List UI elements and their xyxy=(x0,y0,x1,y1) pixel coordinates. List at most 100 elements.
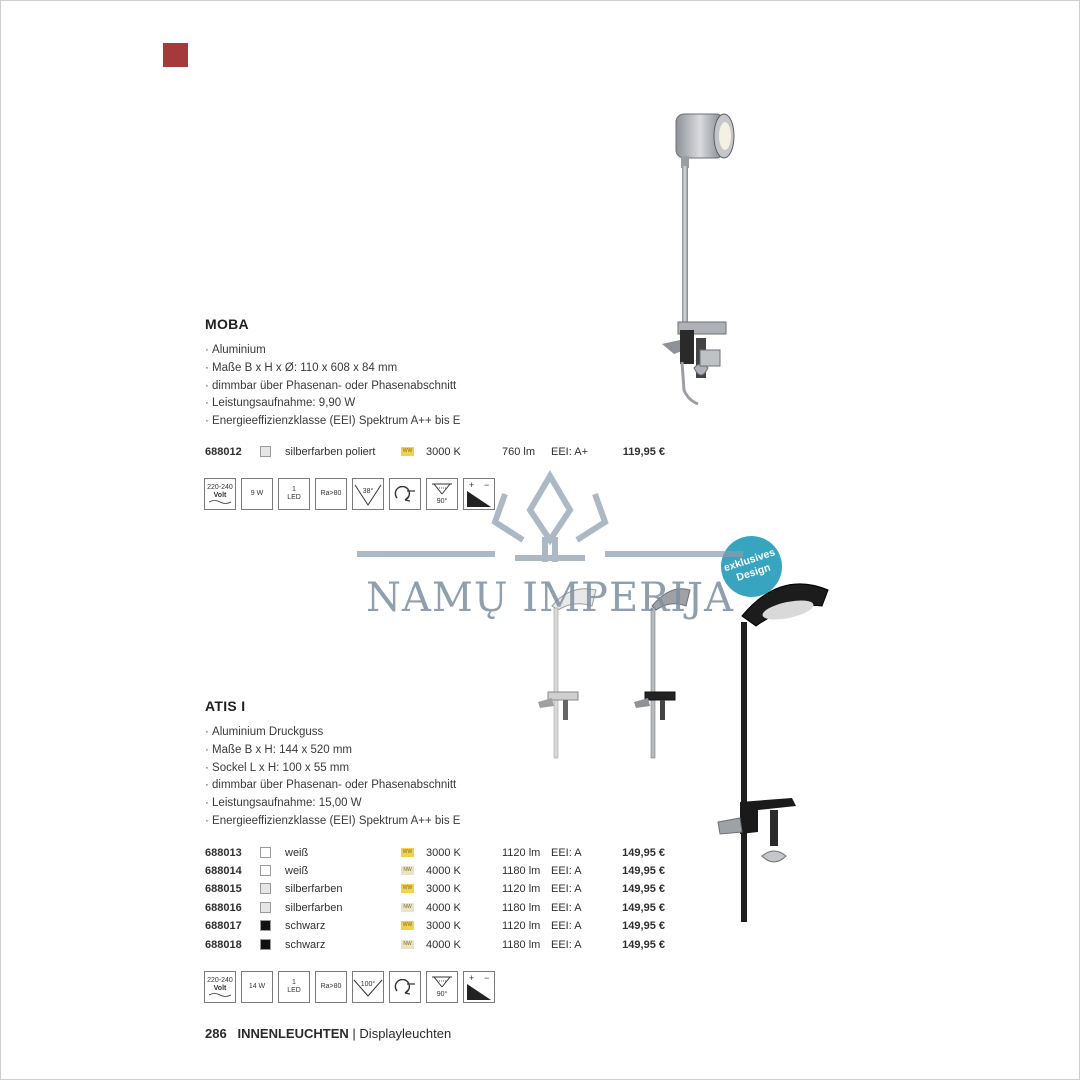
atis-feature-list: Aluminium Druckguss Maße B x H: 144 x 52… xyxy=(205,724,460,831)
price: 149,95 € xyxy=(622,902,665,914)
energy-class: EEI: A+ xyxy=(551,446,588,458)
feature-item: Energieeffizienzklasse (EEI) Spektrum A+… xyxy=(205,413,460,431)
feature-item: Energieeffizienzklasse (EEI) Spektrum A+… xyxy=(205,813,460,831)
variant-row: 688015 silberfarben WW 3000 K 1120 lm EE… xyxy=(205,880,675,898)
product-title-moba: MOBA xyxy=(205,316,249,332)
feature-item: Maße B x H: 144 x 520 mm xyxy=(205,742,460,760)
led-icon: 1 LED xyxy=(278,478,310,510)
footer-separator: | xyxy=(352,1026,356,1041)
color-swatch xyxy=(260,939,271,950)
energy-class: EEI: A xyxy=(551,939,582,951)
price: 149,95 € xyxy=(622,883,665,895)
color-swatch xyxy=(260,920,271,931)
product-title-atis: ATIS I xyxy=(205,698,246,714)
dimmer-icon: +− xyxy=(463,971,495,1003)
section-color-marker xyxy=(163,43,188,67)
price: 149,95 € xyxy=(622,920,665,932)
warm-white-icon: WW xyxy=(401,884,414,893)
price: 149,95 € xyxy=(622,865,665,877)
svg-text:−: − xyxy=(484,973,489,983)
beam-angle-icon: 38° xyxy=(352,478,384,510)
energy-class: EEI: A xyxy=(551,865,582,877)
wattage-icon: 14 W xyxy=(241,971,273,1003)
color-rendering-icon: Ra>80 xyxy=(315,478,347,510)
beam-angle-icon: 100° xyxy=(352,971,384,1003)
page-footer: 286 INNENLEUCHTEN | Displayleuchten xyxy=(205,1026,451,1041)
tilt-angle-icon: 90° xyxy=(426,971,458,1003)
variant-row: 688014 weiß NW 4000 K 1180 lm EEI: A 149… xyxy=(205,862,675,880)
svg-text:+: + xyxy=(469,480,474,490)
feature-item: Leistungsaufnahme: 9,90 W xyxy=(205,395,460,413)
variant-row: 688012 silberfarben poliert WW 3000 K 76… xyxy=(205,443,675,461)
svg-text:38°: 38° xyxy=(363,487,374,495)
color-temperature: 3000 K xyxy=(426,920,461,932)
article-number: 688012 xyxy=(205,446,242,458)
warm-white-icon: WW xyxy=(401,848,414,857)
color-name: weiß xyxy=(285,847,309,859)
color-temperature: 3000 K xyxy=(426,847,461,859)
moba-feature-list: Aluminium Maße B x H x Ø: 110 x 608 x 84… xyxy=(205,342,460,431)
article-number: 688018 xyxy=(205,939,242,951)
article-number: 688014 xyxy=(205,865,242,877)
neutral-white-icon: NW xyxy=(401,866,414,875)
price: 149,95 € xyxy=(622,939,665,951)
atis-spec-icons: 220-240 Volt 14 W 1 LED Ra>80 100° 90° +… xyxy=(204,971,504,1003)
color-name: weiß xyxy=(285,865,309,877)
atis-lamp-images xyxy=(538,583,829,922)
luminous-flux: 1120 lm xyxy=(502,847,541,859)
luminous-flux: 1180 lm xyxy=(502,902,541,914)
voltage-icon: 220-240 Volt xyxy=(204,971,236,1003)
svg-text:+: + xyxy=(469,973,474,983)
feature-item: dimmbar über Phasenan- oder Phasenabschn… xyxy=(205,378,460,396)
article-number: 688016 xyxy=(205,902,242,914)
variant-row: 688017 schwarz WW 3000 K 1120 lm EEI: A … xyxy=(205,917,675,935)
color-temperature: 3000 K xyxy=(426,883,461,895)
color-temperature: 4000 K xyxy=(426,939,461,951)
color-name: schwarz xyxy=(285,920,326,932)
color-swatch xyxy=(260,883,271,894)
energy-class: EEI: A xyxy=(551,883,582,895)
luminous-flux: 1120 lm xyxy=(502,920,541,932)
color-temperature: 3000 K xyxy=(426,446,461,458)
price: 149,95 € xyxy=(622,847,665,859)
section-name: INNENLEUCHTEN xyxy=(237,1026,349,1041)
page-number: 286 xyxy=(205,1026,227,1041)
luminous-flux: 1180 lm xyxy=(502,939,541,951)
feature-item: Leistungsaufnahme: 15,00 W xyxy=(205,795,460,813)
color-name: silberfarben xyxy=(285,883,343,895)
dimmer-icon: +− xyxy=(463,478,495,510)
color-temperature: 4000 K xyxy=(426,902,461,914)
variant-row: 688016 silberfarben NW 4000 K 1180 lm EE… xyxy=(205,899,675,917)
color-swatch xyxy=(260,446,271,457)
led-icon: 1 LED xyxy=(278,971,310,1003)
variant-row: 688018 schwarz NW 4000 K 1180 lm EEI: A … xyxy=(205,936,675,954)
color-name: silberfarben xyxy=(285,902,343,914)
variant-row: 688013 weiß WW 3000 K 1120 lm EEI: A 149… xyxy=(205,844,675,862)
svg-text:−: − xyxy=(484,480,489,490)
warm-white-icon: WW xyxy=(401,921,414,930)
feature-item: dimmbar über Phasenan- oder Phasenabschn… xyxy=(205,777,460,795)
rotate-icon xyxy=(389,478,421,510)
color-swatch xyxy=(260,865,271,876)
tilt-angle-icon: 90° xyxy=(426,478,458,510)
feature-item: Aluminium Druckguss xyxy=(205,724,460,742)
neutral-white-icon: NW xyxy=(401,903,414,912)
moba-spec-icons: 220-240 Volt 9 W 1 LED Ra>80 38° 90° +− xyxy=(204,478,504,510)
subsection-name: Displayleuchten xyxy=(359,1026,452,1041)
wattage-icon: 9 W xyxy=(241,478,273,510)
price: 119,95 € xyxy=(622,446,665,458)
article-number: 688017 xyxy=(205,920,242,932)
article-number: 688013 xyxy=(205,847,242,859)
energy-class: EEI: A xyxy=(551,920,582,932)
color-swatch xyxy=(260,902,271,913)
color-swatch xyxy=(260,847,271,858)
moba-lamp-image xyxy=(662,113,735,406)
luminous-flux: 760 lm xyxy=(502,446,536,458)
luminous-flux: 1180 lm xyxy=(502,865,541,877)
energy-class: EEI: A xyxy=(551,847,582,859)
feature-item: Sockel L x H: 100 x 55 mm xyxy=(205,760,460,778)
rotate-icon xyxy=(389,971,421,1003)
article-number: 688015 xyxy=(205,883,242,895)
color-rendering-icon: Ra>80 xyxy=(315,971,347,1003)
color-name: schwarz xyxy=(285,939,326,951)
